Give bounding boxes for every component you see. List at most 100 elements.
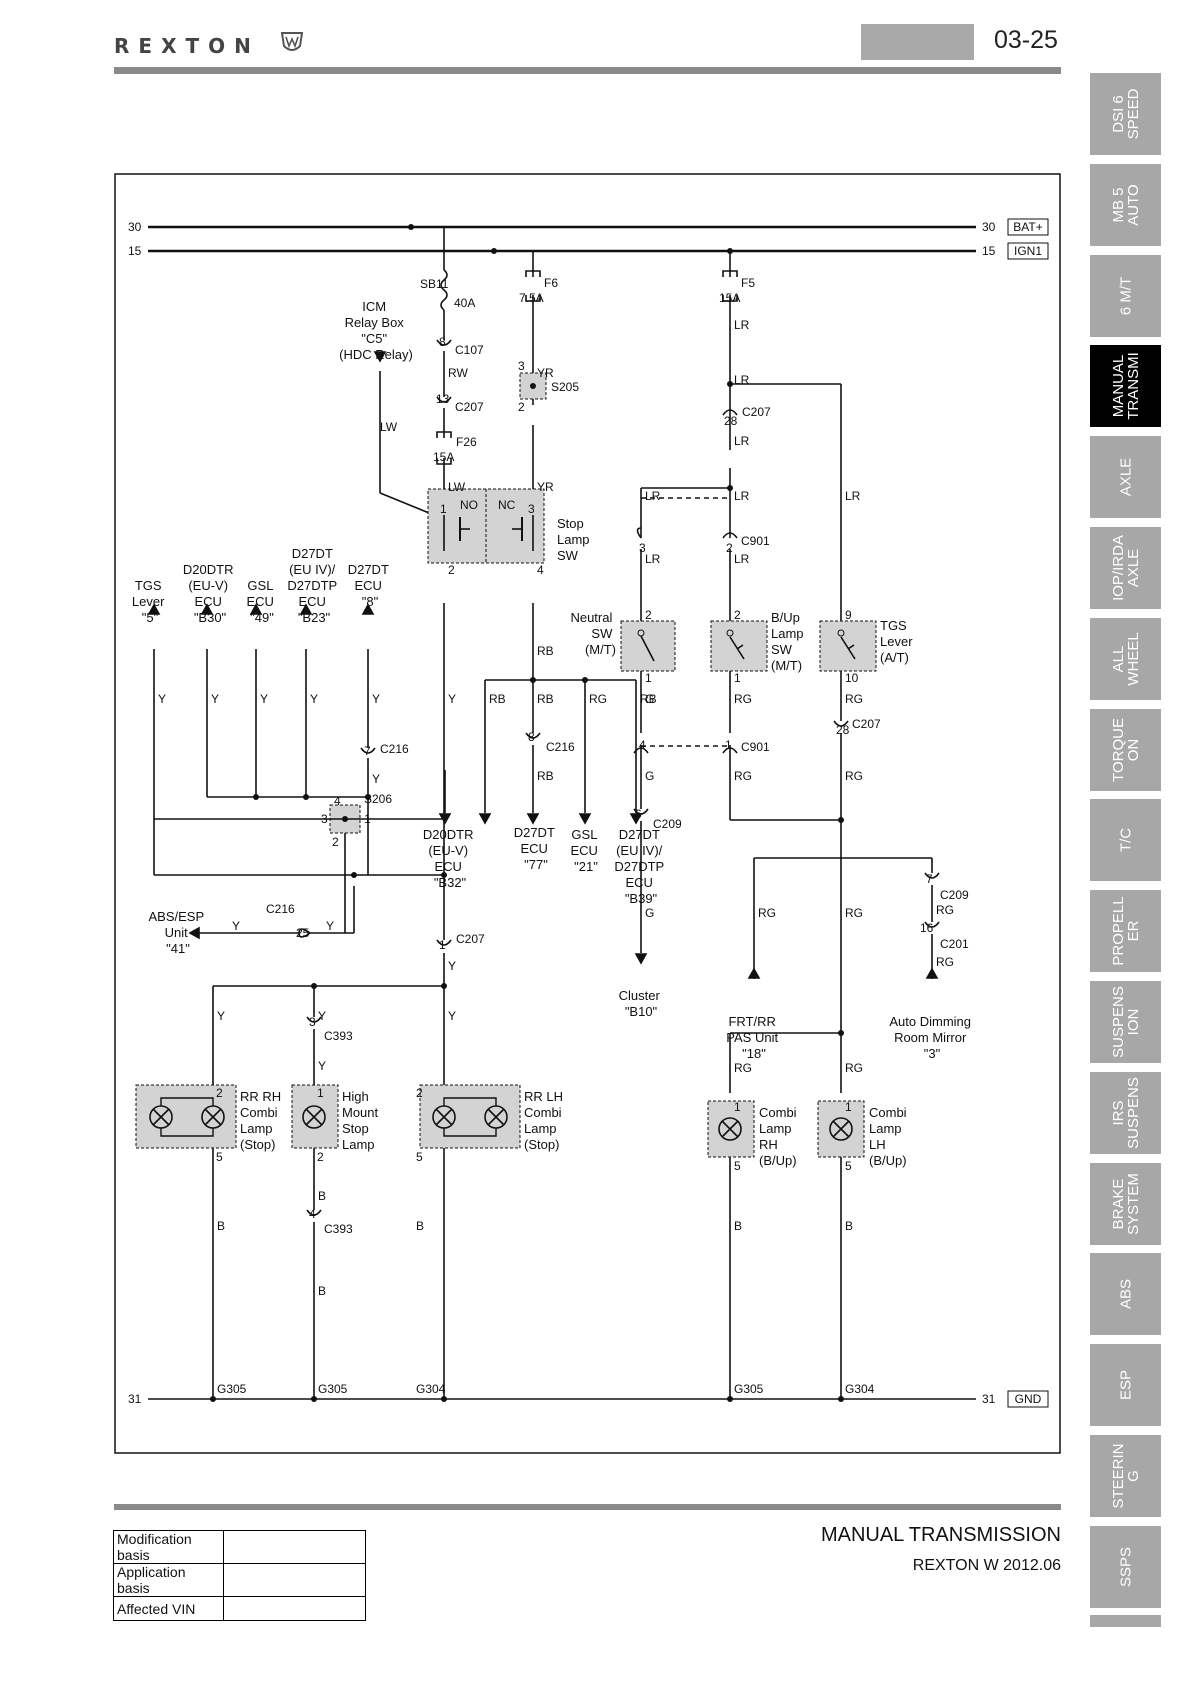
rr-lh-label: RR LH Combi Lamp (Stop) xyxy=(524,1089,567,1152)
tab-label: IRS SUSPENS xyxy=(1109,1077,1142,1149)
pin-2-rrlh: 2 xyxy=(416,1086,423,1100)
tab-abs[interactable]: ABS xyxy=(1090,1253,1161,1335)
combi-rh-label: Combi Lamp RH (B/Up) xyxy=(759,1105,800,1168)
tab-brake-system[interactable]: BRAKE SYSTEM xyxy=(1090,1163,1161,1245)
pin-9-tgs: 9 xyxy=(845,608,852,622)
tab-suspension[interactable]: SUSPENS ION xyxy=(1090,981,1161,1063)
pin-2-s205: 2 xyxy=(518,400,525,414)
tab-label: MB 5 AUTO xyxy=(1109,184,1142,226)
l: (M/T) xyxy=(585,642,616,657)
l: Cluster xyxy=(619,988,661,1003)
tab-mb5-auto[interactable]: MB 5 AUTO xyxy=(1090,164,1161,246)
l: Combi xyxy=(759,1105,797,1120)
tab-irs-suspension[interactable]: IRS SUSPENS xyxy=(1090,1072,1161,1154)
tab-ssps[interactable]: SSPS xyxy=(1090,1526,1161,1608)
row-value xyxy=(223,1596,366,1621)
diagram-frame xyxy=(114,173,1061,1454)
tgs-at-label: TGS Lever (A/T) xyxy=(880,618,916,665)
l: ECU xyxy=(194,594,221,609)
tab-iop-irda-axle[interactable]: IOP/IRDA AXLE xyxy=(1090,527,1161,609)
rr-rh-combi-lamp xyxy=(135,1084,237,1149)
l: Unit xyxy=(165,925,189,940)
c216-label-2: C216 xyxy=(380,742,409,756)
wire-b-hm-1: B xyxy=(318,1189,326,1203)
pin-2-neutral: 2 xyxy=(645,608,652,622)
ign-label-box xyxy=(1007,242,1049,260)
splice-s205 xyxy=(519,372,547,400)
l: Lamp xyxy=(342,1137,375,1152)
tab-label: ESP xyxy=(1117,1369,1134,1401)
f26-rating: 15A xyxy=(433,450,454,464)
l: TGS xyxy=(135,578,162,593)
wire-lw-1: LW xyxy=(380,420,398,434)
rail-31-right: 31 xyxy=(982,1392,996,1406)
pin-4-c901: 4 xyxy=(639,738,646,752)
l: PAS Unit xyxy=(726,1030,778,1045)
l: Lever xyxy=(880,634,913,649)
pin-2-bup: 2 xyxy=(734,608,741,622)
page-number: 03-25 xyxy=(994,26,1058,54)
wire-lr-8: LR xyxy=(734,552,750,566)
wire-b-rrrh: B xyxy=(217,1219,225,1233)
wire-rw: RW xyxy=(448,366,468,380)
wire-lr-1: LR xyxy=(734,318,750,332)
pin-7-c209: 7 xyxy=(926,872,933,886)
wire-lw-2: LW xyxy=(448,480,466,494)
junction-dots xyxy=(210,224,844,1402)
rr-rh-label: RR RH Combi Lamp (Stop) xyxy=(240,1089,285,1152)
gsl-49-label: GSL ECU "49" xyxy=(246,578,277,625)
tab-axle[interactable]: AXLE xyxy=(1090,436,1161,518)
tab-label: MANUAL TRANSMI xyxy=(1109,352,1142,420)
c207-label-2: C207 xyxy=(456,932,485,946)
l: SW xyxy=(591,626,613,641)
tab-torque-on[interactable]: TORQUE ON xyxy=(1090,709,1161,791)
tab-dsi6-speed[interactable]: DSI 6 SPEED xyxy=(1090,73,1161,155)
wire-y-b30: Y xyxy=(211,692,219,706)
wire-y-hm-1: Y xyxy=(318,1009,326,1023)
wire-rg-2: RG xyxy=(734,692,752,706)
l: (EU-V) xyxy=(188,578,228,593)
rexton-logo: REXTON xyxy=(114,30,304,58)
l: GSL xyxy=(571,827,597,842)
l: D27DT xyxy=(619,827,660,842)
tab-propeller[interactable]: PROPELL ER xyxy=(1090,890,1161,972)
wire-lr-3: LR xyxy=(734,434,750,448)
table-row: Modification basis xyxy=(113,1530,366,1564)
wire-b-combi-lh: B xyxy=(845,1219,853,1233)
tab-all-wheel[interactable]: ALL WHEEL xyxy=(1090,618,1161,700)
l: (B/Up) xyxy=(759,1153,797,1168)
icm-l2: Relay Box xyxy=(345,315,405,330)
l: Auto Dimming xyxy=(889,1014,971,1029)
l: Lamp xyxy=(869,1121,902,1136)
s206-label: S206 xyxy=(364,792,392,806)
wire-rg-10: RG xyxy=(734,1061,752,1075)
wire-lr-5: LR xyxy=(734,489,750,503)
fuse-brackets xyxy=(436,270,738,465)
l: TGS xyxy=(880,618,907,633)
l: "B32" xyxy=(434,875,467,890)
pin-3-c901: 3 xyxy=(639,541,646,555)
tgs-lever-5-label: TGS Lever "5" xyxy=(132,578,168,625)
wire-rb-5: RB xyxy=(537,769,554,783)
tab-label: TORQUE ON xyxy=(1109,718,1142,782)
pin-3-s205: 3 xyxy=(518,359,525,373)
l: "21" xyxy=(574,859,598,874)
tab-tc[interactable]: T/C xyxy=(1090,799,1161,881)
header-rule xyxy=(114,67,1061,74)
wire-y-hm-2: Y xyxy=(318,1059,326,1073)
pin-2-c901: 2 xyxy=(726,541,733,555)
l: "18" xyxy=(742,1046,766,1061)
l: (Stop) xyxy=(240,1137,275,1152)
stop-no: NO xyxy=(460,498,478,512)
pin-1-stop: 1 xyxy=(440,502,447,516)
wire-y-main: Y xyxy=(448,692,456,706)
tab-esp[interactable]: ESP xyxy=(1090,1344,1161,1426)
pin-25-c216: 25 xyxy=(296,926,310,940)
pin-28-c207-a: 28 xyxy=(724,414,738,428)
l: Mount xyxy=(342,1105,379,1120)
tab-6mt[interactable]: 6 M/T xyxy=(1090,255,1161,337)
tab-steering[interactable]: STEERIN G xyxy=(1090,1435,1161,1517)
rr-lh-combi-lamp xyxy=(419,1084,521,1149)
l: B/Up xyxy=(771,610,800,625)
tab-manual-transmission[interactable]: MANUAL TRANSMI xyxy=(1090,345,1161,427)
